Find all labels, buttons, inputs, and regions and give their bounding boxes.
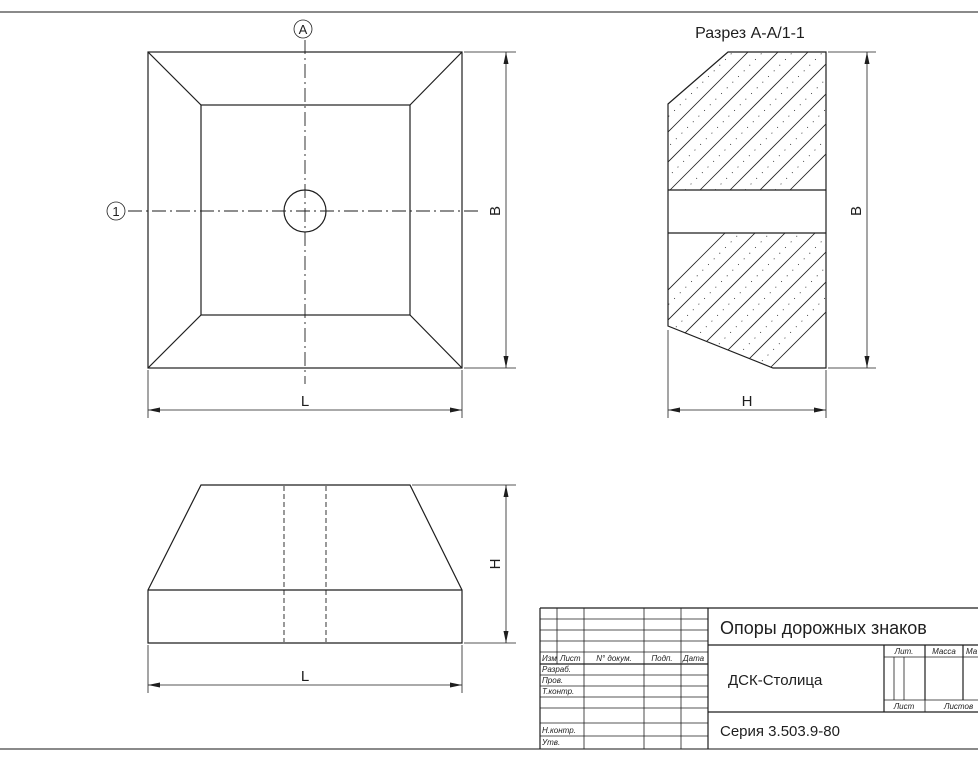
marker-a-label: А bbox=[299, 22, 308, 37]
dimension-width-section: B bbox=[828, 51, 876, 369]
tb-row-prov: Пров. bbox=[542, 676, 563, 685]
section-view: Разрез А-А/1-1 bbox=[667, 25, 876, 418]
tb-col-sign: Подп. bbox=[651, 654, 672, 663]
dim-width-section-label: B bbox=[848, 206, 865, 216]
dimension-length-front: L bbox=[147, 645, 463, 693]
tb-row-utv: Утв. bbox=[541, 738, 560, 747]
dim-width-label: B bbox=[487, 206, 504, 216]
tb-organization: ДСК-Столица bbox=[728, 672, 823, 689]
dimension-width-plan: B bbox=[464, 51, 516, 369]
tb-series: Серия 3.503.9-80 bbox=[720, 723, 840, 740]
tb-title: Опоры дорожных знаков bbox=[720, 618, 927, 638]
dim-height-section-label: H bbox=[742, 393, 753, 410]
dimension-height-section: H bbox=[667, 330, 827, 418]
tb-col-list: Лист bbox=[559, 654, 581, 663]
dim-length-label: L bbox=[301, 393, 309, 410]
front-view: L H bbox=[147, 484, 516, 693]
tb-row-razrab: Разраб. bbox=[542, 665, 571, 674]
tb-col-date: Дата bbox=[682, 654, 705, 663]
marker-1-label: 1 bbox=[112, 204, 119, 219]
tb-lit: Лит. bbox=[894, 647, 914, 656]
tb-col-izm: Изм bbox=[542, 654, 557, 663]
tb-massa: Масса bbox=[932, 647, 956, 656]
title-block: Изм Лист N° докум. Подп. Дата Разраб. Пр… bbox=[539, 607, 978, 749]
tb-list: Лист bbox=[893, 702, 915, 711]
section-title: Разрез А-А/1-1 bbox=[695, 25, 805, 42]
tb-row-tkontr: Т.контр. bbox=[542, 687, 574, 696]
tb-listov: Листов bbox=[943, 702, 973, 711]
section-marker-a: А bbox=[293, 19, 313, 39]
dim-height-front-label: H bbox=[487, 559, 504, 570]
tb-col-docnum: N° докум. bbox=[596, 654, 632, 663]
plan-view: А 1 L B bbox=[106, 19, 516, 418]
dim-length-front-label: L bbox=[301, 668, 309, 685]
sheet-frame bbox=[0, 11, 978, 750]
section-marker-1: 1 bbox=[106, 201, 126, 221]
tb-masshtab: Ма bbox=[966, 647, 978, 656]
hatch-top bbox=[668, 52, 826, 190]
dimension-height-front: H bbox=[412, 484, 516, 644]
dimension-length-plan: L bbox=[147, 370, 463, 418]
tb-row-nkontr: Н.контр. bbox=[542, 726, 576, 735]
